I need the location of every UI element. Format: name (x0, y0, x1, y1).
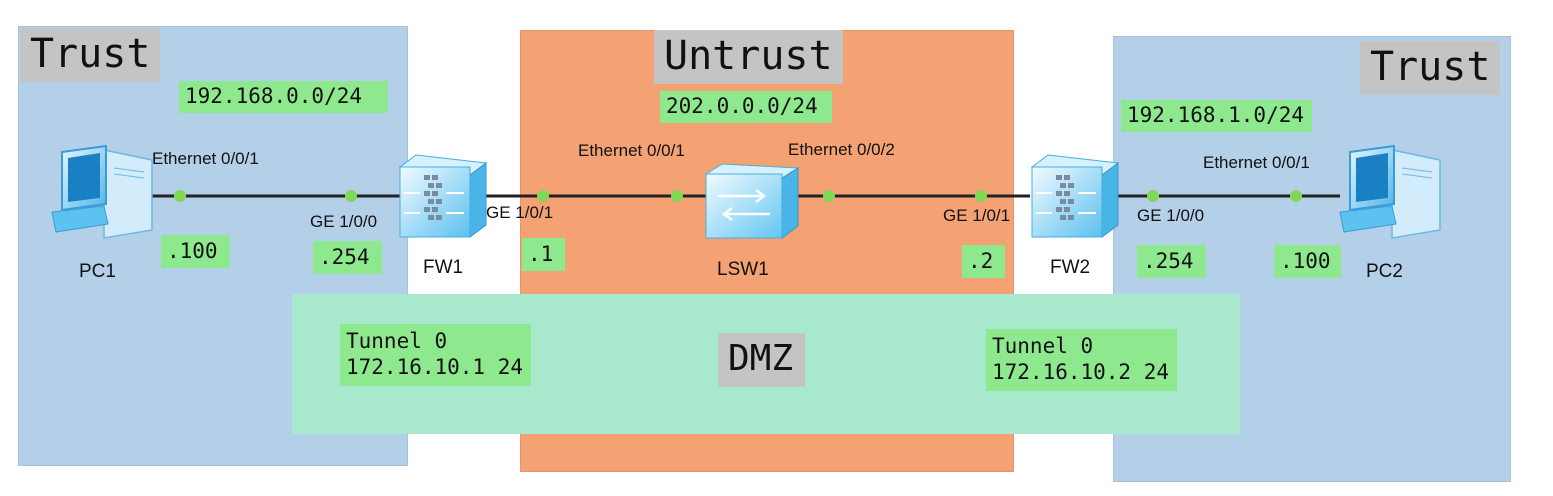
port-dot-pc1 (174, 190, 186, 202)
ip-fw2-untrust: .2 (962, 245, 1006, 278)
ip-pc2: .100 (1274, 245, 1341, 278)
trust-right-title: Trust (1360, 41, 1501, 95)
port-dot-fw1-ge0 (345, 190, 357, 202)
pc2-port-label: Ethernet 0/0/1 (1203, 153, 1310, 172)
pc-icon (1339, 144, 1441, 239)
port-dot-lsw1-e1 (671, 190, 683, 202)
switch-icon (704, 163, 800, 239)
port-dot-lsw1-e2 (823, 190, 835, 202)
lsw1-label: LSW1 (717, 259, 769, 280)
firewall-icon (1030, 154, 1120, 238)
subnet-untrust: 202.0.0.0/24 (660, 91, 832, 123)
fw2-ge0-label: GE 1/0/0 (1137, 206, 1205, 225)
tunnel-left: Tunnel 0 172.16.10.1 24 (340, 324, 532, 386)
pc1-label: PC1 (79, 261, 116, 282)
ip-fw1-untrust: .1 (522, 238, 566, 271)
tunnel-left-name: Tunnel 0 (346, 329, 448, 353)
port-dot-pc2 (1290, 190, 1302, 202)
tunnel-right-ip: 172.16.10.2 24 (992, 360, 1170, 384)
subnet-trust-left: 192.168.0.0/24 (179, 81, 389, 113)
pc-icon (51, 144, 153, 239)
ip-fw1-trust: .254 (313, 241, 382, 274)
firewall-icon (398, 154, 488, 238)
tunnel-right-name: Tunnel 0 (992, 334, 1094, 358)
fw1-ge0-label: GE 1/0/0 (310, 212, 378, 231)
pc2-label: PC2 (1366, 261, 1403, 282)
lsw1-e1-label: Ethernet 0/0/1 (578, 141, 685, 160)
ip-fw2-trust: .254 (1137, 245, 1206, 278)
tunnel-left-ip: 172.16.10.1 24 (346, 355, 524, 379)
port-dot-fw1-ge1 (537, 190, 549, 202)
fw2-label: FW2 (1050, 257, 1091, 278)
fw1-ge1-label: GE 1/0/1 (486, 203, 554, 222)
subnet-trust-right: 192.168.1.0/24 (1121, 100, 1313, 132)
ip-pc1: .100 (161, 235, 230, 268)
trust-left-title: Trust (20, 28, 161, 82)
fw2-ge1-label: GE 1/0/1 (943, 206, 1011, 225)
tunnel-right: Tunnel 0 172.16.10.2 24 (986, 329, 1178, 391)
untrust-title: Untrust (654, 30, 843, 84)
port-dot-fw2-ge1 (975, 190, 987, 202)
pc1-port-label: Ethernet 0/0/1 (152, 149, 259, 168)
port-dot-fw2-ge0 (1147, 190, 1159, 202)
dmz-title: DMZ (718, 333, 806, 387)
fw1-label: FW1 (423, 257, 464, 278)
lsw1-e2-label: Ethernet 0/0/2 (788, 140, 895, 159)
